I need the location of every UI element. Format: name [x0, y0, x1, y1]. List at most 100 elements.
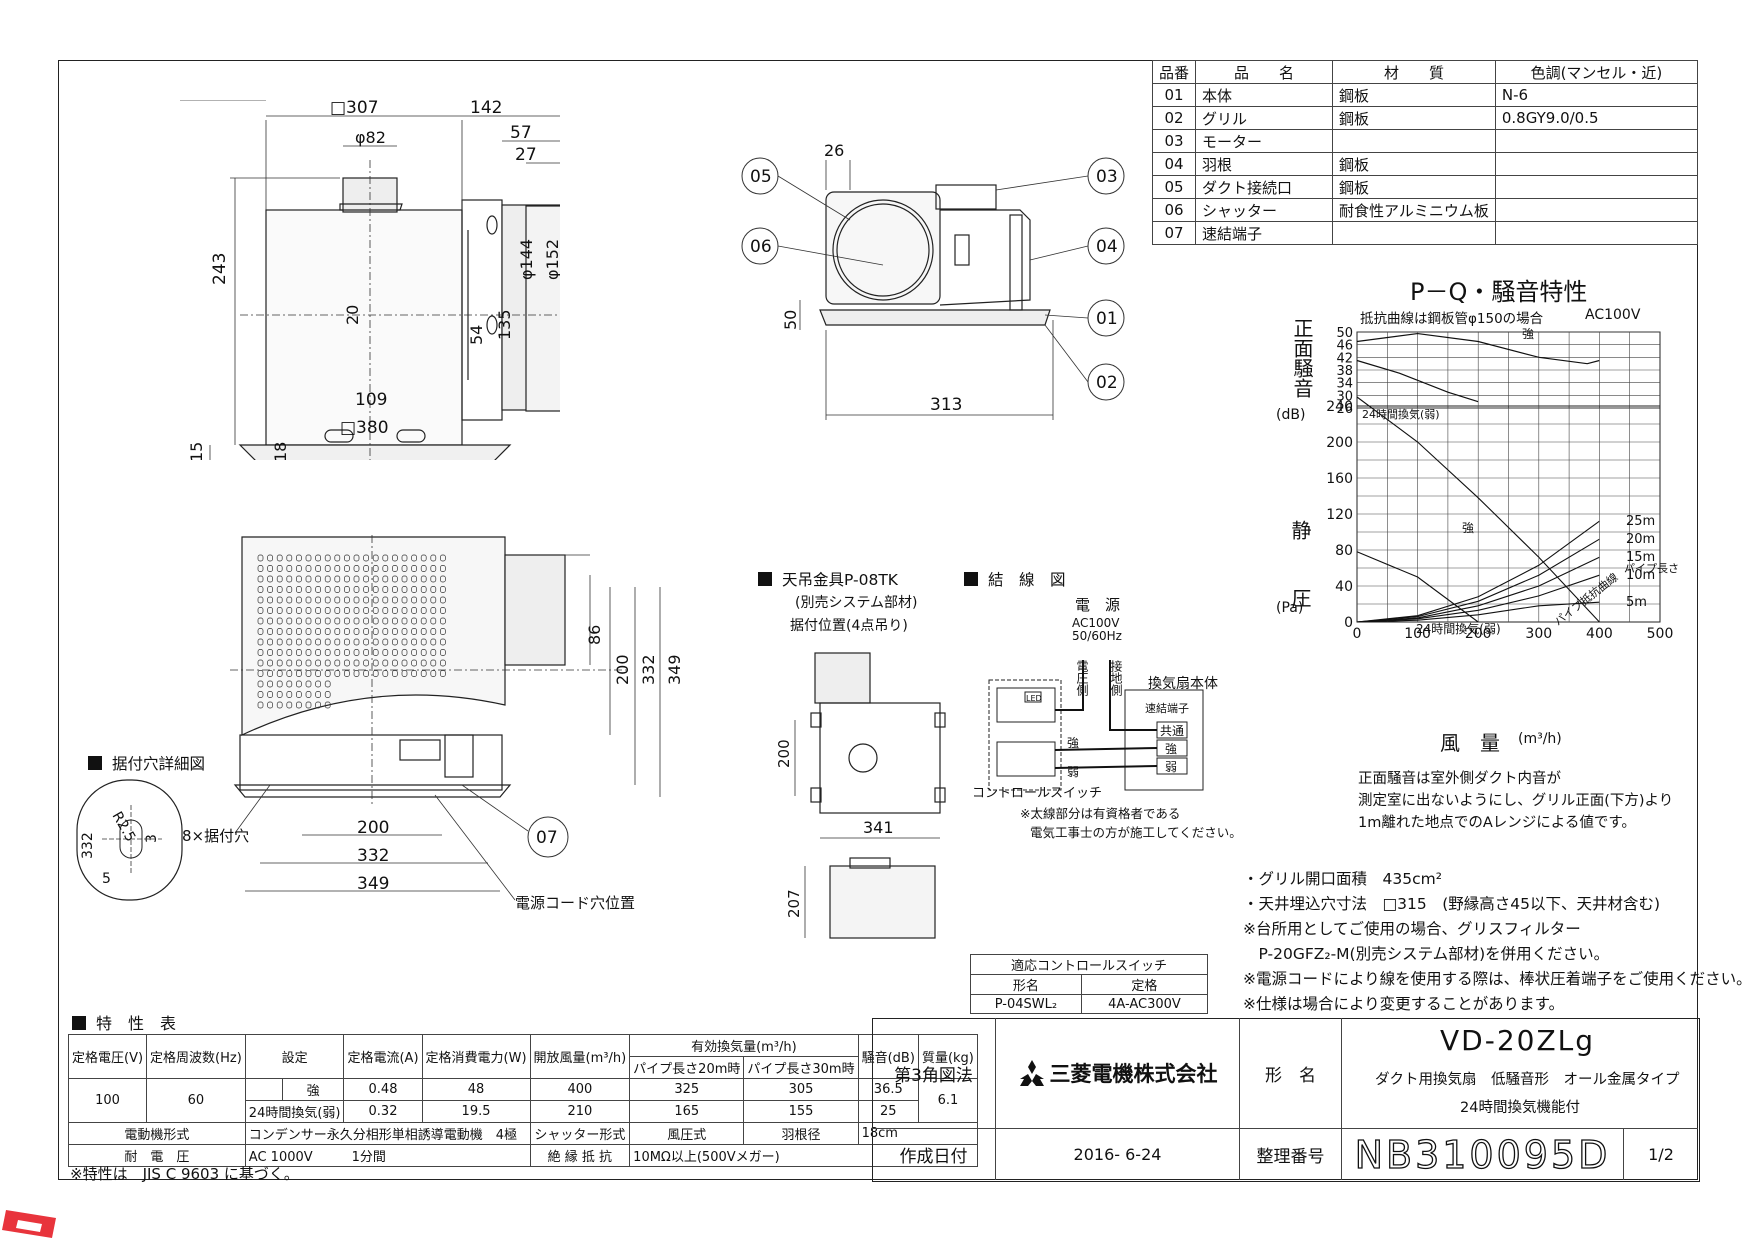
grill-hole: [411, 575, 417, 583]
grill-hole: [440, 670, 446, 677]
grill-hole: [305, 617, 312, 625]
grill-hole: [401, 638, 408, 646]
hanger-sub1: (別売システム部材): [795, 595, 918, 611]
grill-hole: [276, 659, 283, 667]
grill-hole: [392, 659, 398, 667]
grill-hole: [420, 649, 427, 656]
grill-hole: [353, 565, 360, 572]
grill-hole: [257, 701, 264, 709]
grill-hole: [296, 554, 302, 562]
grill-hole: [286, 575, 293, 583]
grill-hole: [257, 638, 264, 646]
notes: ・グリル開口面積 435cm² ・天井埋込穴寸法 □315 (野縁高さ45以下、…: [1243, 867, 1752, 1017]
pq-ytick-label: 240: [1326, 399, 1353, 415]
grill-hole: [267, 649, 273, 656]
pipe-length-tick: 5m: [1626, 595, 1647, 610]
grill-hole: [276, 701, 283, 709]
parts-name: シャッター: [1195, 198, 1334, 222]
grill-hole: [353, 659, 360, 667]
grill-hole: [382, 575, 389, 583]
noise-strong-label: 強: [1522, 327, 1534, 341]
brand-mark-icon: [2, 1210, 56, 1238]
spec-setting-strong: 強: [281, 1078, 345, 1101]
callout-07: 07: [536, 828, 558, 848]
grill-hole: [382, 638, 389, 646]
grill-hole: [372, 628, 379, 635]
grill-hole: [315, 575, 321, 583]
grill-hole: [257, 575, 264, 583]
grill-hole: [257, 659, 264, 667]
date-value: 2016- 6-24: [996, 1128, 1240, 1180]
grill-hole: [267, 565, 273, 572]
parts-no: 01: [1151, 83, 1197, 107]
grill-hole: [440, 565, 446, 572]
grill-hole: [344, 565, 350, 572]
spec-title: 特 性 表: [72, 1010, 176, 1034]
grill-hole: [363, 617, 369, 625]
chart-note-2: 測定室に出ないようにし、グリル正面(下方)より: [1358, 793, 1674, 809]
company-logo-block: 三菱電機株式会社: [996, 1018, 1240, 1128]
mounting-holes-label: 8×据付穴: [182, 827, 250, 845]
note-4: P-20GFZ₂-M(別売システム部材)を併用ください。: [1243, 945, 1610, 963]
grill-hole: [430, 628, 437, 635]
grill-hole: [286, 586, 293, 593]
grill-hole: [334, 575, 341, 583]
grill-hole: [344, 586, 350, 593]
grill-hole: [305, 659, 312, 667]
dim-135: 135: [495, 309, 514, 340]
chart-ac: AC100V: [1585, 307, 1641, 323]
parts-material: 鋼板: [1332, 152, 1496, 176]
note-5: ※電源コードにより線を使用する際は、棒状圧着端子をご使用ください。: [1243, 970, 1752, 988]
grill-hole: [430, 638, 437, 646]
grill-hole: [440, 659, 446, 667]
grill-hole: [420, 596, 427, 604]
grill-hole: [267, 659, 273, 667]
pipe-length-tick: 25m: [1626, 514, 1655, 529]
dim-20: 20: [343, 305, 362, 325]
grill-hole: [305, 691, 312, 698]
hanger-title: 天吊金具P-08TK: [758, 568, 898, 590]
spec-p30-weak: 155: [743, 1100, 859, 1123]
grill-hole: [430, 554, 437, 562]
grill-hole: [420, 670, 427, 677]
wiring-diagram: LED 速結端子 共通 強 弱 強 弱: [988, 660, 1204, 791]
spec-shutter-value: 風圧式: [629, 1122, 745, 1145]
grill-hole: [382, 649, 389, 656]
grill-hole: [257, 617, 264, 625]
grill-hole: [324, 649, 331, 656]
pq-series: [1356, 396, 1600, 623]
wire-weak-label: 弱: [1067, 765, 1079, 779]
grill-hole: [267, 628, 273, 635]
grill-hole: [315, 554, 321, 562]
projection-method: 第3角図法: [872, 1018, 996, 1128]
dim-sq380: □380: [340, 418, 389, 438]
grill-hole: [392, 628, 398, 635]
grill-hole: [401, 659, 408, 667]
grill-hole: [401, 586, 408, 593]
grill-hole: [392, 596, 398, 604]
parts-no: 05: [1151, 175, 1197, 199]
grill-hole: [296, 701, 302, 709]
grill-hole: [420, 607, 427, 614]
grill-hole: [353, 638, 360, 646]
number-label: 整理番号: [1240, 1128, 1342, 1180]
pq-ytick-label: 40: [1335, 579, 1353, 595]
grill-hole: [411, 670, 417, 677]
spec-h-pipe20: パイプ長さ20m時: [629, 1056, 745, 1079]
spec-table: 定格電圧(V) 定格周波数(Hz) 設定 定格電流(A) 定格消費電力(W) 開…: [67, 1034, 978, 1167]
spec-h-current: 定格電流(A): [343, 1034, 423, 1079]
grill-hole: [363, 649, 369, 656]
flow-axis-label: 風 量: [1440, 731, 1500, 755]
callout-03: 03: [1096, 167, 1118, 187]
terminal-common: 共通: [1160, 724, 1184, 738]
parts-material: 鋼板: [1332, 106, 1496, 130]
grill-hole: [420, 554, 427, 562]
dim-332h: 332: [357, 846, 389, 866]
grill-hole: [392, 670, 398, 677]
pq-series-line: [1356, 601, 1600, 623]
parts-material: [1332, 129, 1496, 153]
spec-h-mass: 質量(kg): [917, 1034, 978, 1079]
grill-hole: [286, 596, 293, 604]
